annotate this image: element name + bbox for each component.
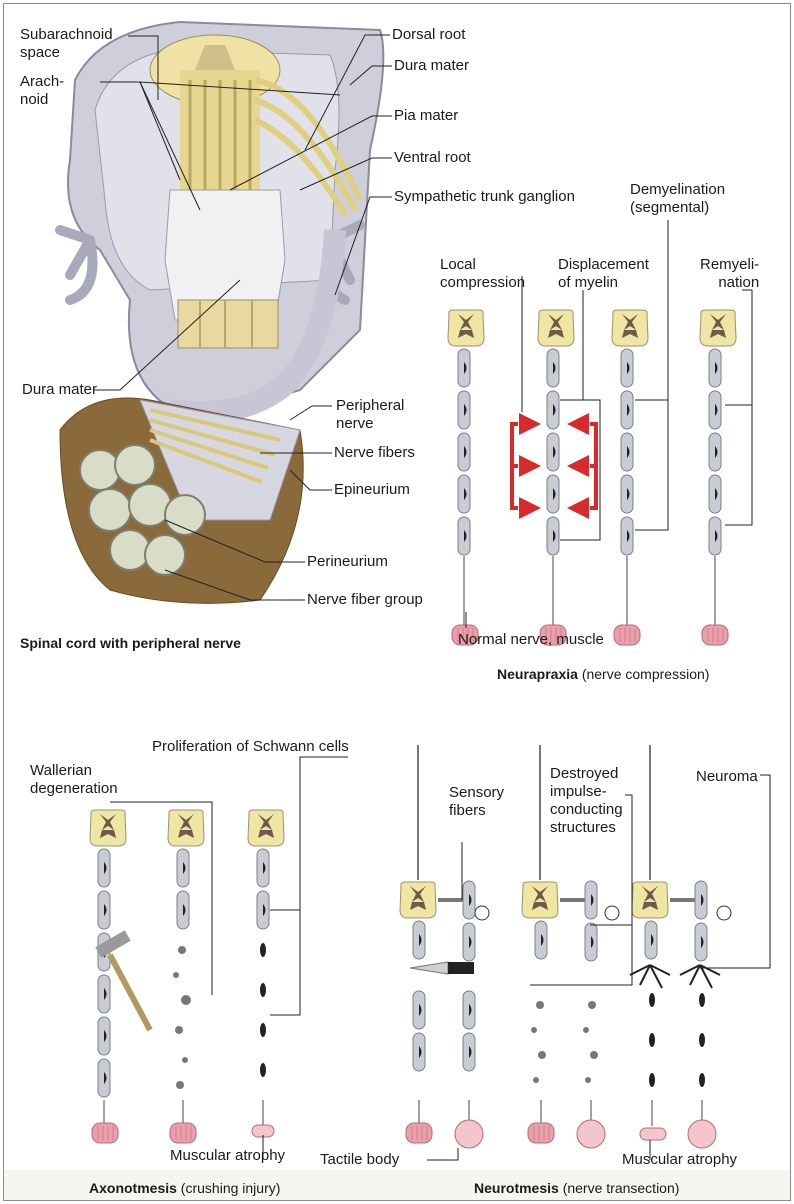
label-arachnoid: Arach- noid xyxy=(20,73,64,109)
label-dura-mater-top: Dura mater xyxy=(394,57,469,75)
label-perineurium: Perineurium xyxy=(307,553,388,571)
label-nerve-fibers: Nerve fibers xyxy=(334,444,415,462)
label-sensory-fibers: Sensory fibers xyxy=(449,784,504,820)
label-normal-nerve-muscle: Normal nerve, muscle xyxy=(458,631,604,649)
label-wallerian-degeneration: Wallerian degeneration xyxy=(30,762,118,798)
label-subarachnoid-space: Subarachnoid space xyxy=(20,26,113,62)
label-muscular-atrophy-left: Muscular atrophy xyxy=(170,1147,285,1165)
label-destroyed-structures: Destroyed impulse- conducting structures xyxy=(550,765,623,837)
label-neuroma: Neuroma xyxy=(696,768,758,786)
spinal-cord-illustration xyxy=(60,22,383,603)
label-pia-mater: Pia mater xyxy=(394,107,458,125)
label-tactile-body: Tactile body xyxy=(320,1151,399,1169)
label-sympathetic-trunk-ganglion: Sympathetic trunk ganglion xyxy=(394,188,575,206)
caption-neurotmesis: Neurotmesis (nerve transection) xyxy=(474,1179,679,1197)
label-dorsal-root: Dorsal root xyxy=(392,26,465,44)
leader-lines-axonotmesis xyxy=(110,757,348,1160)
axonotmesis-illustration xyxy=(90,810,284,1143)
label-dura-mater-left: Dura mater xyxy=(22,381,97,399)
label-peripheral-nerve: Peripheral nerve xyxy=(336,397,404,433)
label-nerve-fiber-group: Nerve fiber group xyxy=(307,591,423,609)
caption-spinal-cord: Spinal cord with peripheral nerve xyxy=(20,634,241,652)
label-muscular-atrophy-right: Muscular atrophy xyxy=(622,1151,737,1169)
label-ventral-root: Ventral root xyxy=(394,149,471,167)
label-remyelination: Remyeli- nation xyxy=(700,256,759,292)
neurapraxia-illustration xyxy=(448,310,736,645)
label-local-compression: Local compression xyxy=(440,256,525,292)
caption-axonotmesis: Axonotmesis (crushing injury) xyxy=(89,1179,280,1197)
label-demyelination: Demyelination (segmental) xyxy=(630,181,725,217)
caption-neurapraxia: Neurapraxia (nerve compression) xyxy=(497,665,709,683)
label-proliferation-schwann: Proliferation of Schwann cells xyxy=(152,738,349,756)
label-displacement-of-myelin: Displacement of myelin xyxy=(558,256,649,292)
label-epineurium: Epineurium xyxy=(334,481,410,499)
